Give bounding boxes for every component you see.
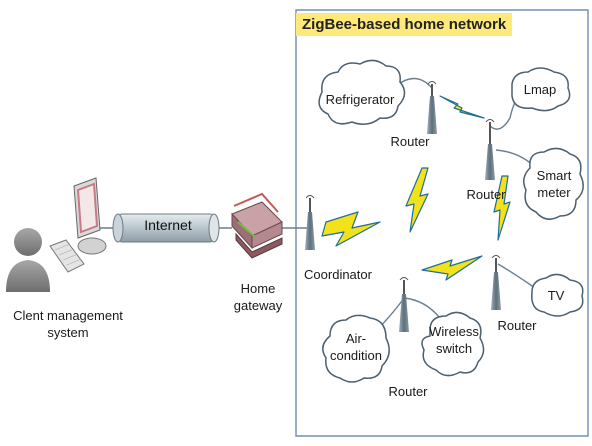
air-condition-label-line2: condition [329, 348, 383, 363]
refrigerator-label: Refrigerator [325, 92, 395, 107]
keyboard [49, 239, 85, 273]
router-label-bottom: Router [388, 384, 428, 399]
lmap-cloud [511, 67, 571, 112]
router-right-antenna [485, 119, 495, 180]
air-condition-cloud [322, 314, 390, 383]
diagram-title: ZigBee-based home network [296, 13, 513, 36]
router-label-lower-right: Router [497, 318, 537, 333]
air-condition-label-line1: Air- [345, 331, 367, 346]
wireless-switch-connection [403, 297, 441, 319]
home-network-boundary [295, 9, 589, 437]
client-workstation [6, 177, 107, 292]
refrigerator-cloud [318, 59, 406, 125]
wireless-switch-label-line1: Wireless [429, 324, 479, 339]
antennas [305, 81, 501, 332]
gateway-label-line1: Home [240, 281, 276, 296]
wireless-switch-cloud [421, 311, 485, 377]
router-vertical-bolt [405, 167, 429, 233]
wireless-switch-label-line2: switch [435, 341, 473, 356]
person-body [6, 260, 50, 292]
router-label-right: Router [466, 187, 506, 202]
client-label-line1: Clent management [13, 308, 123, 323]
home-gateway-icon [231, 192, 283, 259]
router-bottom-antenna [399, 277, 409, 332]
tv-label: TV [547, 288, 565, 303]
router-top-bolt [439, 95, 485, 119]
smart-meter-cloud [523, 147, 584, 220]
lmap-label: Lmap [523, 82, 557, 97]
smart-meter-label-line1: Smart [536, 168, 572, 183]
coordinator-antenna [305, 195, 315, 250]
smart-meter-label-line2: meter [537, 185, 571, 200]
device-clouds [318, 59, 584, 383]
coordinator-link-bolt [321, 211, 381, 247]
monitor-stand [77, 237, 107, 255]
gateway-label-line2: gateway [233, 298, 283, 313]
internet-pipe [112, 213, 220, 243]
internet-label: Internet [144, 217, 192, 233]
coordinator-label: Coordinator [304, 267, 372, 282]
tv-cloud [531, 273, 584, 317]
router-bottom-bolt [421, 255, 483, 281]
client-label-line2: system [47, 325, 89, 340]
monitor-screen [76, 182, 99, 234]
wireless-links [321, 95, 511, 281]
router-lower-right-antenna [491, 255, 501, 310]
router-label-top: Router [390, 134, 430, 149]
router-right-bolt [493, 175, 511, 241]
person-head [14, 228, 42, 256]
router-top-antenna [427, 81, 437, 134]
tv-connection [497, 263, 536, 289]
keyboard-keys [54, 243, 82, 266]
connection-lines [94, 77, 537, 336]
